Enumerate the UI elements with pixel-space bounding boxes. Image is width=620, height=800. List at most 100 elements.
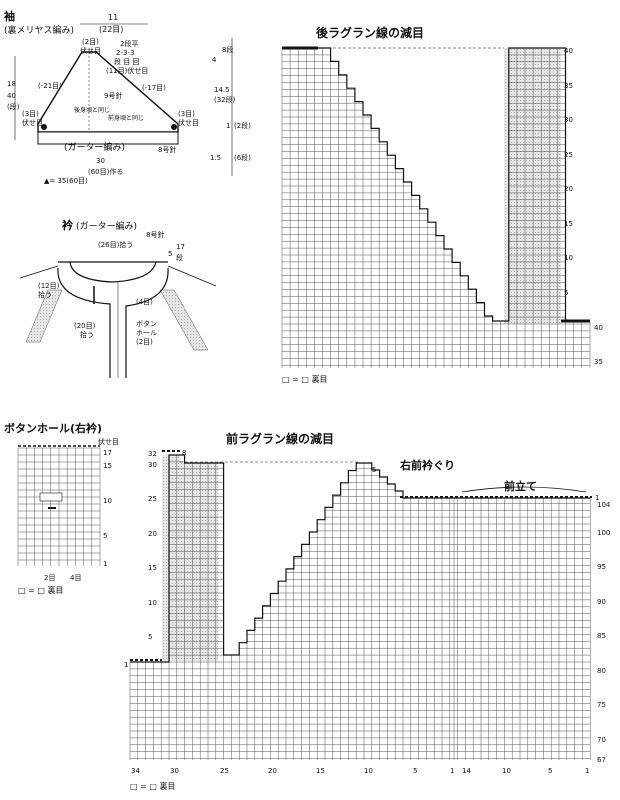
buttonhole-3: (2目) [136, 338, 153, 346]
front-top-1: 1 [595, 494, 599, 502]
front-left-num: 25 [148, 495, 157, 503]
back-num: 15 [564, 220, 573, 228]
decrease-note-2: 2-3-3 [116, 49, 134, 57]
front-bottom-num: 25 [220, 767, 229, 775]
right-dec: (-17目) [142, 84, 166, 92]
back-num: 20 [564, 185, 573, 193]
bind-center-2: 伏せ目 [80, 46, 101, 55]
back-chart-title: 後ラグラン線の減目 [316, 25, 424, 40]
front-bottom-num: 15 [316, 767, 325, 775]
bh-num: 15 [103, 462, 112, 470]
front-left-num: 20 [148, 530, 157, 538]
pick-20b: 拾う [80, 330, 94, 339]
right-bind-2: 伏せ目 [178, 118, 199, 127]
front-legend: □ = □ 裏目 [130, 781, 175, 791]
pick-12b: 拾う [38, 290, 52, 299]
pick-20: (20目) [74, 322, 96, 330]
width-top-sts: (22目) [99, 25, 123, 34]
height-b: 40 [7, 92, 16, 100]
back-raglan-chart: 後ラグラン線の減目 40 35 30 25 20 15 10 5 40 35 □… [281, 25, 603, 384]
front-left-num: 30 [148, 461, 157, 469]
front-right-num: 104 [597, 501, 611, 509]
sleeve-title: 袖 [4, 9, 15, 23]
back-num: 5 [564, 289, 568, 297]
front-top-5: 5 [372, 466, 376, 474]
collar-needle: 8号針 [146, 230, 164, 239]
back-num: 30 [564, 116, 573, 124]
front-bottom-num: 5 [413, 767, 417, 775]
triangle-note: ▲= 35(60目) [44, 177, 88, 185]
front-left-num: 32 [148, 450, 157, 458]
collar-inner [69, 261, 157, 283]
buttonhole-marker [39, 492, 63, 502]
front-right-num: 75 [597, 701, 606, 709]
front-right-num: 80 [597, 667, 606, 675]
cast-on: (60目)作る [88, 167, 123, 176]
buttonhole-1: ボタン [136, 319, 157, 328]
left-shoulder-line [19, 265, 59, 279]
back-row-numbers: 40 35 30 25 20 15 10 5 [564, 47, 573, 297]
back-num: 10 [564, 254, 573, 262]
front-left-num: 15 [148, 564, 157, 572]
front-shaded-left [162, 455, 180, 661]
front-left-num: 5 [148, 633, 152, 641]
front-right-num: 85 [597, 632, 606, 640]
bh-num: 1 [103, 560, 107, 568]
bh-bottom-2: 2目 [44, 574, 55, 582]
bh-legend: □ = □ 裏目 [18, 585, 63, 595]
rows-17b: 段 [176, 253, 183, 262]
back-num: 40 [564, 47, 573, 55]
front-top-8: 8 [182, 449, 186, 457]
r-145: 14.5 [214, 86, 230, 94]
left-dec: (-21目) [38, 82, 62, 90]
rows-17: 17 [176, 243, 185, 251]
front-right-num: 95 [597, 563, 606, 571]
buttonhole-bind: 伏せ目 [98, 437, 119, 446]
decrease-note-4: (11目)伏せ目 [106, 66, 148, 75]
front-bottom-num: 10 [364, 767, 373, 775]
garter-label: (ガーター編み) [64, 141, 125, 153]
back-bottom-label: 35 [594, 358, 603, 366]
right-marker-dot [171, 124, 177, 130]
back-grid [281, 47, 591, 368]
r-8: 8段 [222, 45, 233, 54]
r-1: 1 [226, 122, 230, 130]
buttonhole-2: ホール [136, 329, 157, 337]
decrease-note-3: 段 目 回 [114, 57, 139, 66]
rows-5: 5 [168, 250, 172, 258]
left-marker-dot [41, 124, 47, 130]
front-bottom-num: 20 [268, 767, 277, 775]
back-num: 35 [564, 82, 573, 90]
back-same: 後身頃と同じ [74, 106, 110, 114]
buttonhole-grid [17, 447, 101, 566]
front-bottom-num: 1 [585, 767, 589, 775]
height-c: (段) [7, 102, 20, 111]
needle-9: 9号針 [104, 91, 122, 100]
front-bottom-num: 10 [502, 767, 511, 775]
front-grid [129, 454, 591, 760]
front-bottom-num: 14 [462, 767, 471, 775]
cast-on-width: 30 [96, 157, 105, 165]
bind-center: (2目) [82, 38, 99, 46]
right-bind: (3目) [178, 110, 195, 118]
front-bottom-num: 34 [131, 767, 140, 775]
buttonhole-chart: ボタンホール(右衿) 伏せ目 17 15 10 5 1 2目 4目 □ = □ … [4, 421, 119, 595]
front-raglan-chart: 前ラグラン線の減目 右前衿ぐり 前立て 32 30 25 20 15 10 5 … [124, 431, 611, 791]
garter-band [37, 131, 179, 145]
front-right-num: 70 [597, 736, 606, 744]
front-right-num: 100 [597, 529, 610, 537]
r-15: 1.5 [210, 154, 221, 162]
back-step-label: 40 [594, 324, 603, 332]
needle-8: 8号針 [158, 145, 176, 154]
front-bottom-num: 5 [548, 767, 552, 775]
collar-title: 衿 [62, 218, 73, 232]
collar-outer [57, 267, 169, 378]
front-band-brace [461, 486, 587, 493]
collar-subtitle: (ガーター編み) [76, 220, 137, 232]
r-2: (2段) [234, 121, 251, 130]
front-same: 前身頃と同じ [108, 114, 144, 122]
back-decrease-edge [282, 47, 590, 322]
collar-diagram: 衿 (ガーター編み) 8号針 (26目)拾う 5 17 段 (12目) 拾う (… [19, 218, 217, 378]
front-chart-title: 前ラグラン線の減目 [226, 431, 334, 446]
